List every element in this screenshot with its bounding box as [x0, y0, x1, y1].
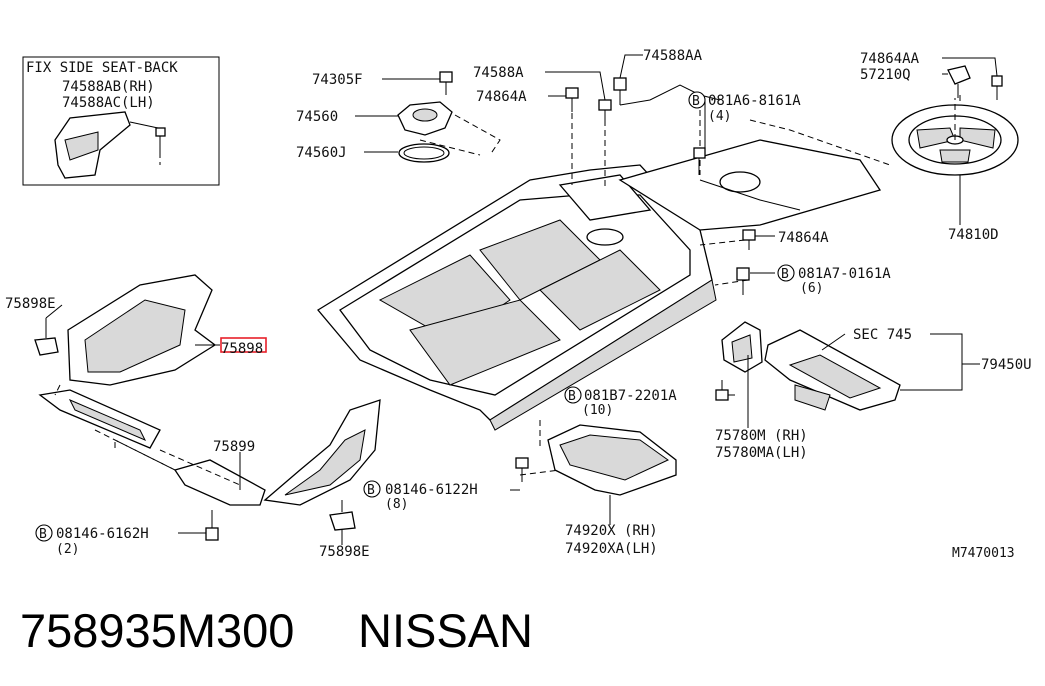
label-08146-6122H-qty: (8) — [385, 497, 408, 512]
part-74560J-ring — [398, 143, 450, 163]
bolt-081A6-symbol-icon — [688, 91, 706, 109]
bolt-08146-6122H-icon — [515, 457, 529, 482]
bolt-08146-6162H-symbol-icon — [35, 524, 53, 542]
label-75898E-left: 75898E — [5, 296, 56, 312]
label-75780M: 75780M (RH) — [715, 428, 808, 444]
label-08146-6162H: 08146-6162H — [56, 526, 149, 542]
bolt-081A6-symbol: B — [692, 94, 700, 109]
bolt-74864A-top-icon — [565, 87, 579, 112]
label-74920XA: 74920XA(LH) — [565, 541, 658, 557]
label-081A7-qty: (6) — [800, 281, 823, 296]
highlight-75898-box — [220, 337, 267, 353]
inset-frame — [22, 56, 220, 186]
part-74560-plate — [397, 101, 453, 136]
label-75780MA: 75780MA(LH) — [715, 445, 808, 461]
label-74810D: 74810D — [948, 227, 999, 243]
bracket-75780M — [721, 321, 763, 373]
clip-57210Q-icon — [947, 65, 971, 98]
bolt-081A7-icon — [736, 267, 750, 295]
bolt-081B7-symbol-icon — [564, 386, 582, 404]
bolt-081B7-symbol: B — [568, 389, 576, 404]
label-081A7: 081A7-0161A — [798, 266, 891, 282]
floor-panel — [317, 139, 882, 431]
bolt-74864AA-icon — [991, 75, 1003, 100]
label-74588A: 74588A — [473, 65, 524, 81]
diagram-code: M7470013 — [952, 546, 1015, 561]
label-74864A-right: 74864A — [778, 230, 829, 246]
seat-back-bracket-face — [64, 131, 99, 161]
label-75899: 75899 — [213, 439, 255, 455]
label-081B7: 081B7-2201A — [584, 388, 677, 404]
splash-guard-75898 — [38, 274, 217, 449]
inset-bolt-icon — [155, 127, 166, 152]
clip-75898E-left-icon — [34, 318, 59, 356]
inset-lh-label: 74588AC(LH) — [62, 95, 155, 111]
caption-brand: NISSAN — [358, 604, 533, 657]
spare-tire-pan — [891, 98, 1019, 176]
clip-75898E-bottom-icon — [329, 500, 356, 531]
label-75898E-bottom: 75898E — [319, 544, 370, 560]
label-74864AA: 74864AA — [860, 51, 920, 67]
bolt-081B7-icon — [715, 380, 729, 401]
fender-liner-75899 — [173, 399, 381, 506]
bolt-081A7-symbol: B — [781, 267, 789, 282]
label-08146-6162H-qty: (2) — [56, 542, 79, 557]
label-sec745: SEC 745 — [853, 327, 912, 343]
inset-title: FIX SIDE SEAT-BACK — [26, 60, 178, 76]
caption-part-number: 758935M300 — [20, 604, 294, 657]
bolt-08146-6162H-icon — [205, 510, 219, 541]
bolt-081A6-icon — [693, 147, 706, 175]
bolt-08146-6122H-symbol-icon — [363, 480, 381, 498]
member-79450U — [764, 329, 901, 411]
label-57210Q: 57210Q — [860, 67, 911, 83]
label-79450U: 79450U — [981, 357, 1032, 373]
under-cover-74920X — [547, 424, 677, 496]
label-74588AA: 74588AA — [643, 48, 703, 64]
inset-rh-label: 74588AB(RH) — [62, 79, 155, 95]
label-74305F: 74305F — [312, 72, 363, 88]
bolt-74588A-icon — [598, 99, 612, 122]
label-081A6: 081A6-8161A — [708, 93, 801, 109]
label-74920X: 74920X (RH) — [565, 523, 658, 539]
bolt-08146-6122H-symbol: B — [367, 483, 375, 498]
bolt-081A7-symbol-icon — [777, 264, 795, 282]
bolt-74864A-right-icon — [742, 229, 756, 250]
bolt-08146-6162H-symbol: B — [39, 527, 47, 542]
inset-fix-side-seat-back: FIX SIDE SEAT-BACK 74588AB(RH) 74588AC(L… — [22, 56, 220, 186]
bolt-74588AA-icon — [613, 77, 627, 105]
label-08146-6122H: 08146-6122H — [385, 482, 478, 498]
clip-74305F-icon — [439, 71, 453, 95]
label-75898-highlighted: 75898 — [221, 341, 263, 357]
label-74560J: 74560J — [296, 145, 347, 161]
label-081A6-qty: (4) — [708, 109, 731, 124]
label-74560: 74560 — [296, 109, 338, 125]
label-74864A-top: 74864A — [476, 89, 527, 105]
label-081B7-qty: (10) — [582, 403, 613, 418]
